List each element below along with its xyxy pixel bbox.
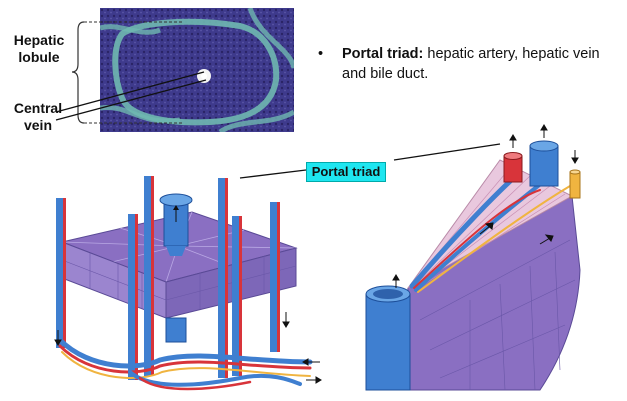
triad-pointer-right (393, 143, 501, 161)
lobule-wedge-illustration (365, 124, 581, 391)
lobule-bracket (71, 21, 85, 124)
hepatic-lobule-label: Hepatic lobule (13, 32, 65, 65)
micrograph-image (100, 8, 294, 132)
triad-pointer-left (239, 169, 307, 179)
central-vein-label: Central vein (13, 100, 63, 133)
bullet-description: hepatic artery, hepatic vein and bile du… (342, 46, 600, 82)
central-vein-pointer-1 (55, 71, 205, 113)
bullet-marker: • (318, 46, 324, 62)
lobule-micrograph (100, 8, 294, 132)
central-vein-pointer-2 (55, 79, 207, 121)
bullet-term: Portal triad: (342, 46, 424, 62)
bullet-text: Portal triad: hepatic artery, hepatic ve… (342, 44, 612, 84)
lobule-3d-illustration (54, 176, 322, 391)
portal-triad-label: Portal triad (306, 162, 386, 182)
